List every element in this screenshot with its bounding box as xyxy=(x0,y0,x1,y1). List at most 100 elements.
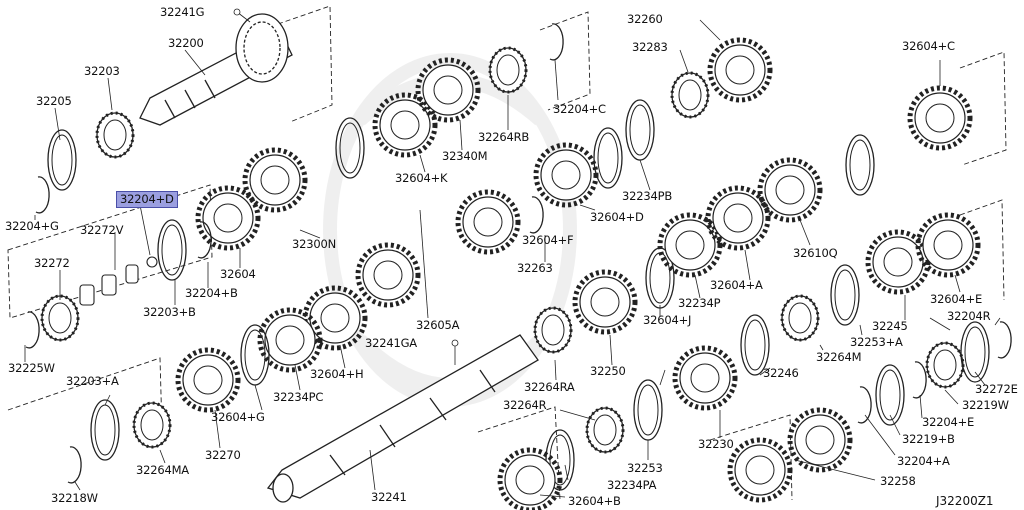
gear-32250 xyxy=(575,272,635,332)
label-32260[interactable]: 32260 xyxy=(627,12,663,26)
label-32604e[interactable]: 32604+E xyxy=(930,292,983,306)
bearing-32272 xyxy=(40,294,80,342)
label-32604d[interactable]: 32604+D xyxy=(590,210,644,224)
bearing-32264RB xyxy=(488,46,528,94)
label-32610q[interactable]: 32610Q xyxy=(793,246,838,260)
clip-32204A xyxy=(857,386,872,424)
clip-32204E xyxy=(912,361,927,399)
ring-32272E xyxy=(960,321,990,383)
leader-lines xyxy=(24,8,1001,498)
ring-32253A xyxy=(830,264,860,326)
clip-32225W xyxy=(25,311,40,349)
ring-32604C xyxy=(910,88,970,148)
label-32253a[interactable]: 32253+A xyxy=(850,335,903,349)
clip-32263 xyxy=(529,196,544,234)
bearing-32219W xyxy=(925,341,965,389)
label-32604h[interactable]: 32604+H xyxy=(310,367,364,381)
label-32205[interactable]: 32205 xyxy=(36,94,72,108)
label-32234p[interactable]: 32234P xyxy=(678,296,721,310)
label-32604f[interactable]: 32604+F xyxy=(522,233,574,247)
label-32604k[interactable]: 32604+K xyxy=(395,171,448,185)
ring-32604D xyxy=(536,145,596,205)
label-32258[interactable]: 32258 xyxy=(880,474,916,488)
label-32219b[interactable]: 32219+B xyxy=(902,432,955,446)
label-32264m[interactable]: 32264M xyxy=(816,350,862,364)
label-32246[interactable]: 32246 xyxy=(763,366,799,380)
label-32340m[interactable]: 32340M xyxy=(442,149,488,163)
label-32604g[interactable]: 32604+G xyxy=(211,410,265,424)
label-32234pa[interactable]: 32234PA xyxy=(607,478,657,492)
label-32241[interactable]: 32241 xyxy=(371,490,407,504)
gear-32260 xyxy=(710,40,770,100)
ring-32604E xyxy=(918,215,978,275)
bearing-32264MA xyxy=(132,401,172,449)
ring-32604F xyxy=(593,127,623,189)
hub-32605A xyxy=(358,245,418,305)
label-32245[interactable]: 32245 xyxy=(872,319,908,333)
clip-32204R xyxy=(997,321,1012,359)
hub-32258 xyxy=(730,440,790,500)
label-32300n[interactable]: 32300N xyxy=(292,237,336,251)
label-32230[interactable]: 32230 xyxy=(698,437,734,451)
label-32270[interactable]: 32270 xyxy=(205,448,241,462)
sleeve-32605A xyxy=(458,192,518,252)
ring-32203A xyxy=(90,399,120,461)
bearing-32264RA xyxy=(533,306,573,354)
label-32604j[interactable]: 32604+J xyxy=(643,313,692,327)
diagram-reference: J32200Z1 xyxy=(936,494,994,508)
label-32204b[interactable]: 32204+B xyxy=(185,286,238,300)
gear-32230 xyxy=(675,348,735,408)
label-32272[interactable]: 32272 xyxy=(34,256,70,270)
ring-32203B xyxy=(157,219,187,281)
bearing-32264M xyxy=(780,294,820,342)
label-32283[interactable]: 32283 xyxy=(632,40,668,54)
label-32253[interactable]: 32253 xyxy=(627,461,663,475)
label-32604c[interactable]: 32604+C xyxy=(902,39,955,53)
main-shaft xyxy=(266,334,539,503)
label-32264ma[interactable]: 32264MA xyxy=(136,463,189,477)
label-32605a[interactable]: 32605A xyxy=(416,318,460,332)
ring-32604B xyxy=(500,450,560,510)
label-32204r[interactable]: 32204R xyxy=(947,309,991,323)
label-32204g[interactable]: 32204+G xyxy=(5,219,59,233)
label-32203b[interactable]: 32203+B xyxy=(143,305,196,319)
label-32234pb[interactable]: 32234PB xyxy=(622,189,673,203)
label-32200[interactable]: 32200 xyxy=(168,36,204,50)
label-32604a[interactable]: 32604+A xyxy=(710,278,763,292)
clip-32204C xyxy=(549,23,564,61)
label-32272e[interactable]: 32272E xyxy=(975,382,1018,396)
label-32204a[interactable]: 32204+A xyxy=(897,454,950,468)
label-32203a[interactable]: 32203+A xyxy=(66,374,119,388)
label-32250[interactable]: 32250 xyxy=(590,364,626,378)
label-32263[interactable]: 32263 xyxy=(517,261,553,275)
sleeve-32610Q xyxy=(845,134,875,196)
gear-32270 xyxy=(178,350,238,410)
label-32204d-highlighted[interactable]: 32204+D xyxy=(116,191,178,208)
ring-32205 xyxy=(47,129,77,191)
label-32218w[interactable]: 32218W xyxy=(51,491,98,505)
ring-32253 xyxy=(633,379,663,441)
label-32234pc[interactable]: 32234PC xyxy=(273,390,324,404)
label-32204c[interactable]: 32204+C xyxy=(553,102,606,116)
bearing-32203 xyxy=(95,111,135,159)
ring-32219B xyxy=(875,364,905,426)
label-32203[interactable]: 32203 xyxy=(84,64,120,78)
clip-32204G xyxy=(35,176,50,214)
label-32204e[interactable]: 32204+E xyxy=(922,415,975,429)
bearing-32283 xyxy=(670,71,710,119)
label-32264r[interactable]: 32264R xyxy=(503,398,547,412)
detent-32272V xyxy=(79,256,158,306)
label-32241ga[interactable]: 32241GA xyxy=(365,336,417,350)
label-32604[interactable]: 32604 xyxy=(220,267,256,281)
label-32272v[interactable]: 32272V xyxy=(80,223,124,237)
label-32264ra[interactable]: 32264RA xyxy=(524,380,575,394)
label-32219w[interactable]: 32219W xyxy=(962,398,1009,412)
label-32264rb[interactable]: 32264RB xyxy=(478,130,530,144)
ring-32604G xyxy=(240,324,270,386)
label-32241g[interactable]: 32241G xyxy=(160,5,205,19)
label-32604b[interactable]: 32604+B xyxy=(568,494,621,508)
label-32225w[interactable]: 32225W xyxy=(8,361,55,375)
bearing-32264R xyxy=(585,406,625,454)
ring-32234PB xyxy=(625,99,655,161)
